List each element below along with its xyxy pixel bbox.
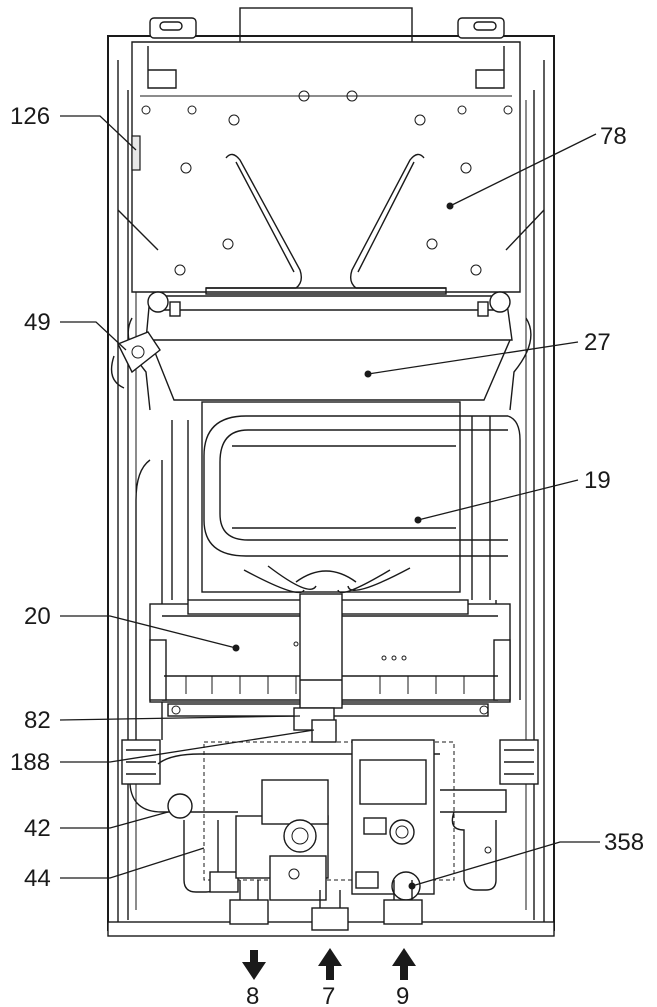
combustion-chamber-cover	[145, 291, 513, 401]
callout-188: 188	[10, 749, 50, 776]
leader-lines	[59, 115, 600, 887]
callout-20: 20	[24, 603, 51, 630]
flue-collar	[239, 7, 413, 45]
callout-49: 49	[24, 309, 51, 336]
flow-label-8: 8	[246, 983, 259, 1007]
callout-42: 42	[24, 815, 51, 842]
connector-7	[311, 907, 349, 931]
filter	[167, 793, 193, 819]
leader-endpoints	[232, 202, 454, 890]
flow-arrow-8	[242, 950, 266, 980]
callout-19: 19	[584, 467, 611, 494]
flow-label-9: 9	[396, 983, 409, 1007]
flow-label-7: 7	[322, 983, 335, 1007]
callout-82: 82	[24, 707, 51, 734]
callout-358: 358	[604, 829, 644, 856]
connector-9	[383, 899, 423, 925]
clip-126	[131, 135, 141, 171]
flue-hood	[131, 41, 521, 295]
overheat-sensor	[110, 331, 161, 389]
boiler-chassis	[107, 7, 555, 937]
connector-8	[229, 899, 269, 925]
hydraulic-group	[121, 739, 539, 901]
gas-manifold	[293, 593, 343, 743]
callout-44: 44	[24, 865, 51, 892]
flow-arrow-9	[392, 948, 416, 980]
callout-78: 78	[600, 123, 627, 150]
callout-27: 27	[584, 329, 611, 356]
flow-arrow-7	[318, 948, 342, 980]
heat-exchanger	[171, 401, 508, 600]
callout-126: 126	[10, 103, 50, 130]
sensor-358	[391, 871, 421, 901]
bottom-connectors	[229, 880, 423, 931]
